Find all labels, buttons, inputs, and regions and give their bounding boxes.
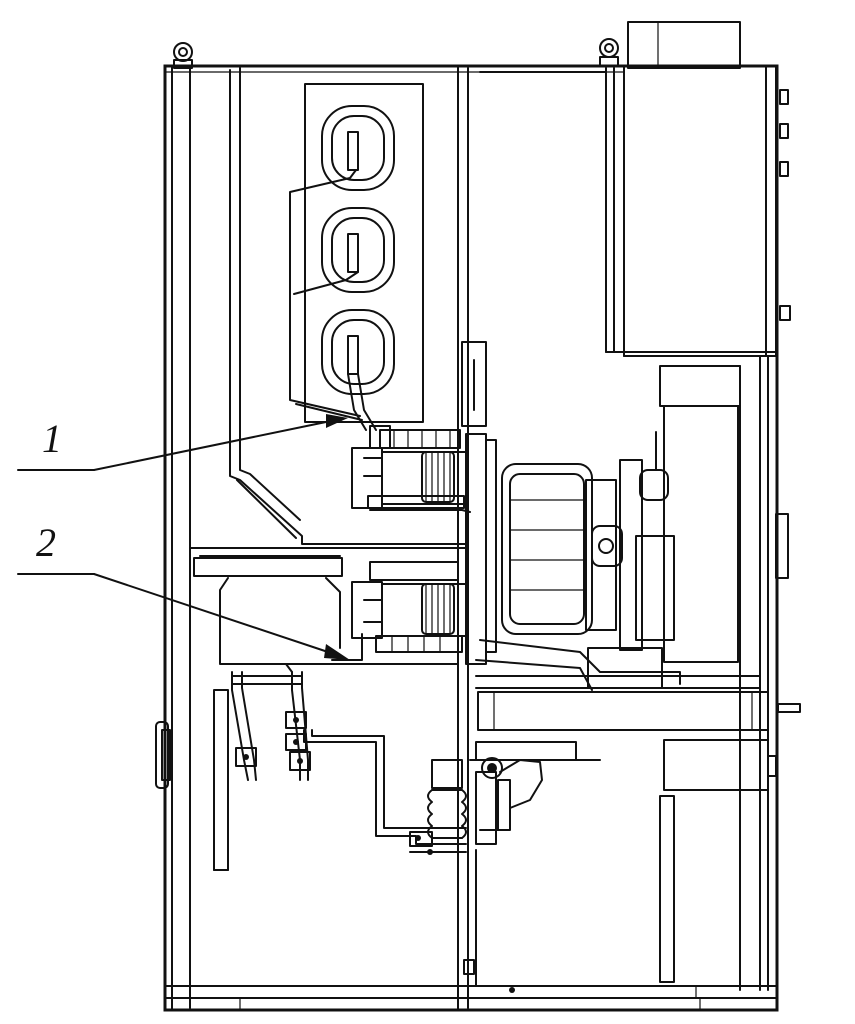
busbar-compartment bbox=[229, 67, 467, 545]
lifting-eye-right bbox=[599, 38, 619, 67]
cable-compartment bbox=[213, 671, 467, 871]
relay-compartment bbox=[605, 21, 791, 357]
upper-bushing-assembly bbox=[351, 425, 471, 513]
withdrawable-truck bbox=[469, 639, 769, 761]
earthing-switch bbox=[475, 757, 543, 845]
side-handle bbox=[155, 721, 171, 789]
callout-1: 1 bbox=[17, 414, 348, 471]
breaker-pole-body bbox=[465, 431, 675, 665]
right-column bbox=[659, 355, 801, 991]
cabinet-frame bbox=[163, 64, 779, 1012]
lifting-eye-left bbox=[173, 42, 193, 69]
partition-plate bbox=[189, 341, 487, 673]
cable-termination-insulator bbox=[409, 759, 467, 855]
callout-2: 2 bbox=[17, 520, 350, 660]
lower-bushing-assembly bbox=[331, 561, 469, 661]
callout-label-1: 1 bbox=[42, 416, 62, 461]
callout-label-2: 2 bbox=[36, 520, 56, 565]
floor-details bbox=[463, 849, 697, 998]
